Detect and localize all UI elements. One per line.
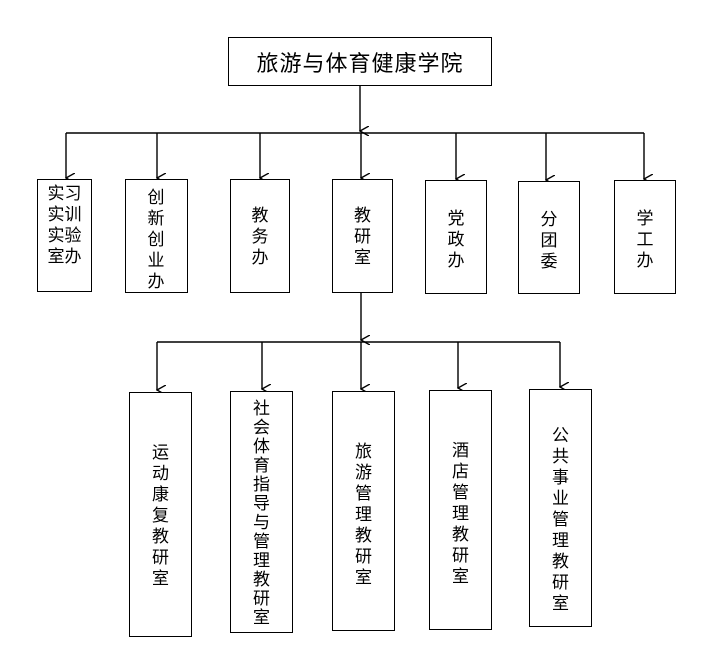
room-box-gonggong: 公共事业管理教研室: [529, 389, 592, 627]
dept-label-chuangxin: 创新创业办: [147, 188, 165, 292]
room-label-lvyou: 旅游管理教研室: [355, 442, 372, 588]
room-box-yundong: 运动康复教研室: [129, 392, 192, 637]
dept-label-fentuanwei: 分团委: [540, 210, 558, 272]
dept-box-fentuanwei: 分团委: [518, 181, 580, 294]
room-label-gonggong: 公共事业管理教研室: [552, 426, 569, 614]
root-node-label: 旅游与体育健康学院: [256, 51, 464, 77]
dept-label-jiaowu: 教务办: [251, 206, 269, 268]
dept-box-xuegong: 学工办: [614, 180, 676, 294]
room-label-jiudian: 酒店管理教研室: [452, 441, 469, 587]
room-label-yundong: 运动康复教研室: [152, 443, 169, 589]
dept-label-dangzheng: 党政办: [447, 209, 465, 271]
dept-box-jiaowu: 教务办: [230, 179, 290, 293]
dept-label-jiaoyanshi: 教研室: [354, 206, 371, 268]
dept-label-xuegong: 学工办: [636, 209, 654, 271]
room-box-shehui: 社会体育指导与管理教研室: [230, 391, 293, 633]
dept-box-dangzheng: 党政办: [425, 180, 487, 294]
room-label-shehui: 社会体育指导与管理教研室: [253, 399, 270, 628]
room-box-lvyou: 旅游管理教研室: [332, 391, 395, 631]
dept-box-chuangxin: 创新创业办: [125, 179, 188, 293]
room-box-jiudian: 酒店管理教研室: [429, 390, 492, 630]
dept-box-jiaoyanshi: 教研室: [332, 179, 393, 293]
dept-label-shixun: 实习实训实验室办: [47, 184, 82, 267]
root-node-box: 旅游与体育健康学院: [228, 37, 492, 86]
dept-box-shixun: 实习实训实验室办: [37, 179, 92, 292]
